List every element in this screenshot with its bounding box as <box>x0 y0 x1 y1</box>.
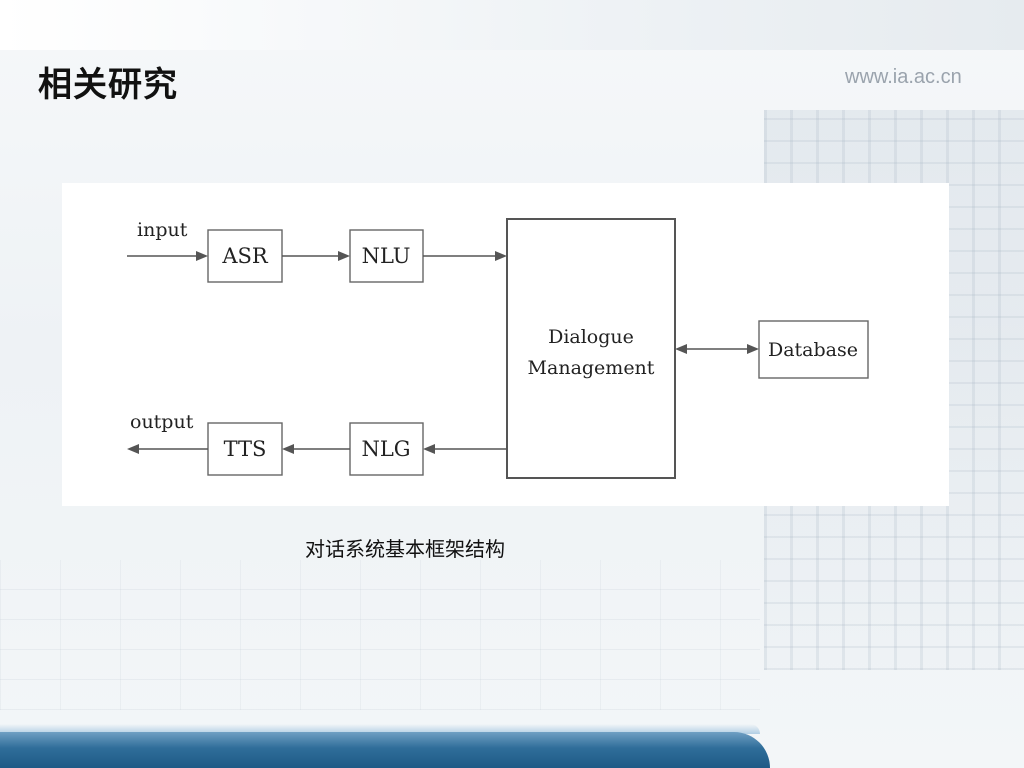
dialogue-system-diagram: input ASR NLU Dialogue Management Dat <box>127 218 869 479</box>
dm-to-nlg-arrowhead <box>423 444 435 454</box>
header-band <box>0 0 1024 50</box>
output-label: output <box>130 411 194 433</box>
nlg-label: NLG <box>361 437 410 461</box>
tts-node <box>207 422 283 476</box>
footer-bar <box>0 732 770 768</box>
nlu-to-dm-arrowhead <box>495 251 507 261</box>
asr-node <box>207 229 283 283</box>
tts-label: TTS <box>224 437 267 461</box>
dialogue-management-label-line2: Management <box>528 357 655 379</box>
site-url: www.ia.ac.cn <box>845 66 962 88</box>
database-label: Database <box>768 339 858 361</box>
dialogue-management-node <box>506 218 676 479</box>
dm-database-arrowhead-left <box>675 344 687 354</box>
dialogue-management-label-line1: Dialogue <box>548 326 634 348</box>
nlg-to-tts-arrowhead <box>282 444 294 454</box>
database-node <box>758 320 869 379</box>
nlu-node <box>349 229 424 283</box>
slide-title: 相关研究 <box>38 65 178 105</box>
footer-highlight <box>0 724 760 734</box>
output-arrowhead <box>127 444 139 454</box>
asr-label: ASR <box>221 244 269 268</box>
diagram-caption: 对话系统基本框架结构 <box>305 537 505 561</box>
input-label: input <box>137 219 188 241</box>
input-arrowhead <box>196 251 208 261</box>
nlu-label: NLU <box>362 244 411 268</box>
asr-to-nlu-arrowhead <box>338 251 350 261</box>
diagram-panel: input ASR NLU Dialogue Management Dat <box>62 183 949 506</box>
dm-database-arrowhead-right <box>747 344 759 354</box>
background-grid <box>0 560 760 710</box>
